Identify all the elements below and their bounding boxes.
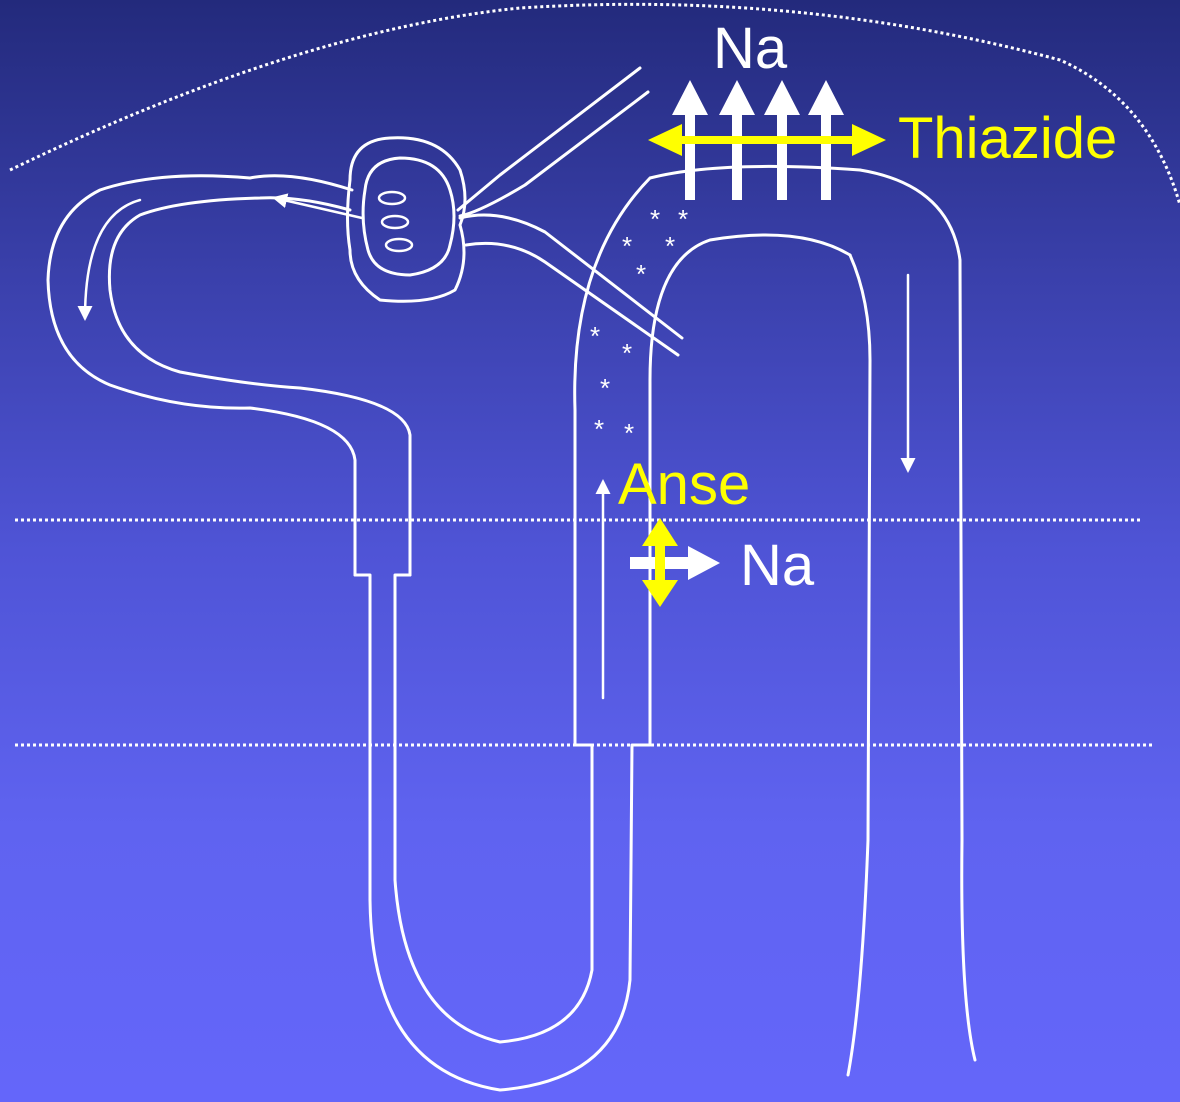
- thiazide-block-arrow: [648, 124, 886, 156]
- arteriole-lower-2: [466, 243, 678, 355]
- loop-label: Anse: [618, 452, 750, 517]
- sodium-top-label: Na: [713, 16, 788, 81]
- efferent-arteriole: [460, 92, 648, 216]
- solute-star: *: [590, 321, 600, 351]
- solute-star: *: [594, 414, 604, 444]
- descending-limb-inner: [395, 575, 592, 1042]
- solute-star: *: [678, 204, 688, 234]
- distal-tubule-outer: [860, 170, 975, 1060]
- loop-sodium-arrow: [630, 546, 720, 580]
- bowman-capsule-inner: [363, 158, 454, 275]
- descending-limb-outer: [355, 575, 650, 1090]
- sodium-arrow-head-1: [672, 80, 708, 115]
- sodium-arrow-head-4: [808, 80, 844, 115]
- capillary-loop-3: [386, 239, 412, 251]
- afferent-arteriole: [458, 68, 640, 210]
- solute-star: *: [600, 373, 610, 403]
- sodium-arrow-head-2: [719, 80, 755, 115]
- sodium-arrow-head-3: [764, 80, 800, 115]
- capillary-loop-2: [382, 216, 408, 228]
- thiazide-label: Thiazide: [898, 106, 1117, 171]
- sodium-loop-label: Na: [740, 533, 815, 598]
- solute-star: *: [665, 231, 675, 261]
- proximal-tubule-inner: [109, 198, 410, 575]
- solute-star: *: [622, 338, 632, 368]
- capillary-loop-1: [379, 192, 405, 204]
- solute-star: *: [650, 204, 660, 234]
- solute-star: *: [622, 231, 632, 261]
- distal-tubule-inner: [848, 255, 870, 1075]
- solute-star: *: [624, 418, 634, 448]
- arteriole-lower-1: [460, 215, 682, 338]
- solute-star: *: [636, 259, 646, 289]
